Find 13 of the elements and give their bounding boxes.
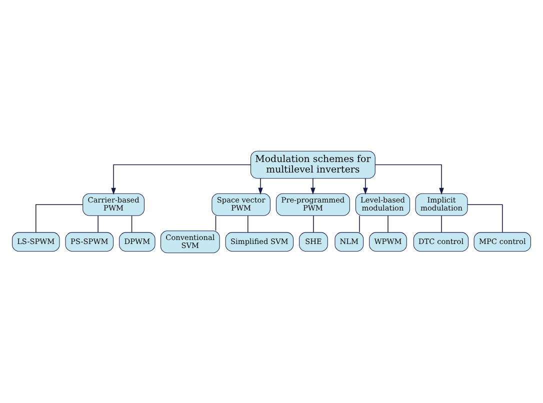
connector bbox=[36, 204, 84, 232]
arrow bbox=[310, 178, 316, 194]
node-box: Modulation schemes for multilevel inverters bbox=[250, 150, 376, 178]
connector bbox=[467, 204, 503, 232]
arrow bbox=[374, 164, 444, 194]
connector bbox=[359, 214, 360, 232]
arrow bbox=[111, 164, 252, 194]
connector bbox=[215, 214, 216, 231]
arrow bbox=[363, 178, 368, 194]
connector bbox=[131, 214, 132, 232]
connector bbox=[313, 214, 314, 232]
arrow bbox=[258, 178, 263, 194]
connector bbox=[441, 214, 442, 232]
